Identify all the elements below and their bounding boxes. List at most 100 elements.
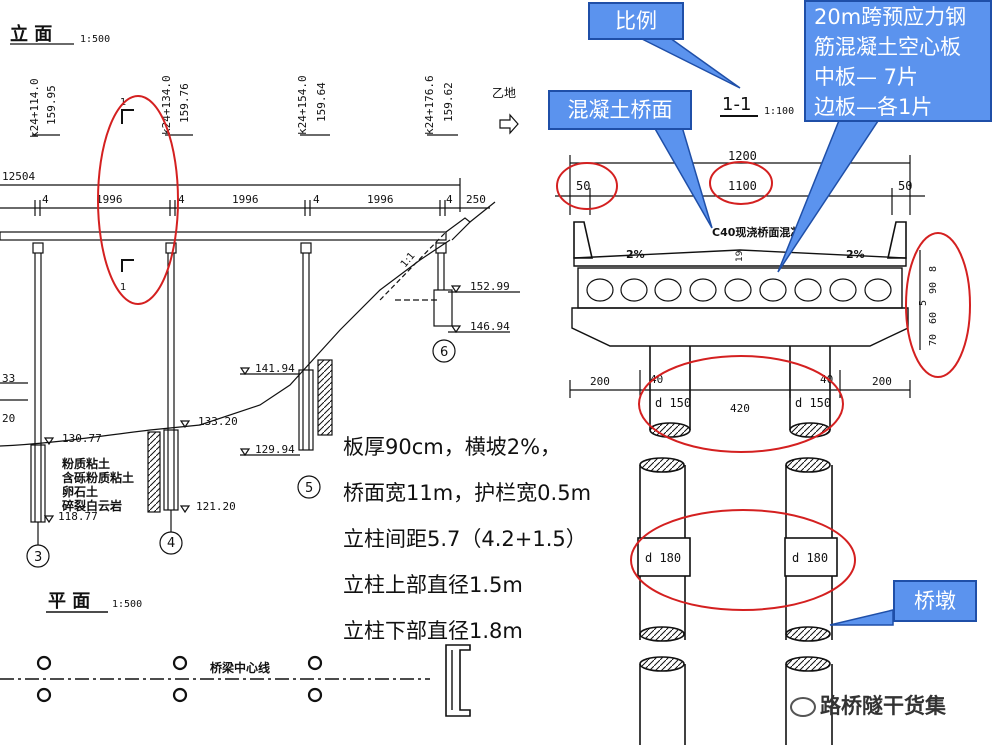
station-elev-3: 159.64 — [315, 82, 328, 122]
side-width-left: 50 — [576, 179, 590, 193]
pier-number-6: 6 — [440, 345, 448, 360]
soil-layer-2: 含砾粉质粘土 — [62, 470, 134, 485]
section-title: 1-1 — [722, 94, 751, 115]
direction-arrow-icon — [499, 113, 519, 135]
deck-dim: 19 — [735, 250, 745, 262]
highlight-lower-columns — [630, 509, 856, 611]
hollow-slab — [577, 267, 903, 309]
lower-col-dia-right: d 180 — [792, 551, 828, 565]
elev-146-94: 146.94 — [470, 320, 510, 333]
elev-130-77: 130.77 — [62, 432, 102, 445]
end-length: 250 — [466, 193, 486, 206]
section-mark-bottom: 1 — [120, 282, 126, 293]
right-dim-2: 90 — [928, 282, 939, 294]
section-scale: 1:100 — [764, 106, 794, 117]
plan-scale: 1:500 — [112, 599, 142, 610]
upper-columns — [649, 346, 831, 438]
station-elev-2: 159.76 — [178, 83, 191, 123]
joint-1: 4 — [42, 193, 49, 206]
joint-2: 4 — [178, 193, 185, 206]
bridge-deck — [0, 231, 447, 241]
note-2: 桥面宽11m，护栏宽0.5m — [343, 481, 592, 505]
span-3: 1996 — [367, 193, 394, 206]
right-dim-4: 60 — [928, 312, 939, 324]
soil-layer-3: 卵石土 — [62, 484, 98, 499]
callout-slab-line-1: 20m跨预应力钢 — [814, 5, 967, 29]
span-2: 1996 — [232, 193, 259, 206]
slope-left: 2% — [626, 248, 645, 261]
elev-129-94: 129.94 — [255, 443, 295, 456]
soil-column-left — [147, 431, 161, 513]
callout-slab: 20m跨预应力钢 筋混凝土空心板 中板— 7片 边板—各1片 — [804, 0, 992, 122]
elevation-title: 立 面 — [10, 23, 52, 45]
cross-section: 1-1 1:100 1200 50 1100 50 C40现浇桥面混凝 19 2… — [555, 94, 971, 745]
direction-label: 乙地 — [492, 86, 516, 100]
pier-6 — [433, 242, 453, 327]
edge-number-1: 33 — [2, 372, 15, 385]
bottom-dim-2: 40 — [650, 373, 663, 386]
section-mark-highlight — [97, 95, 179, 305]
callout-slab-line-2: 筋混凝土空心板 — [814, 35, 961, 59]
joint-3: 4 — [313, 193, 320, 206]
barrier-left — [573, 221, 593, 259]
elev-141-94: 141.94 — [255, 362, 295, 375]
right-dim-5: 70 — [928, 334, 939, 346]
elev-121-20: 121.20 — [196, 500, 236, 513]
slope-label: 1:1 — [399, 251, 418, 270]
deck-slab — [573, 249, 907, 267]
note-4: 立柱上部直径1.5m — [343, 573, 523, 597]
slope-right: 2% — [846, 248, 865, 261]
elev-152-99: 152.99 — [470, 280, 510, 293]
callout-scale-text: 比例 — [615, 9, 657, 33]
elev-133-20: 133.20 — [198, 415, 238, 428]
right-dim-3: 5 — [918, 300, 929, 306]
upper-col-dia-right: d 150 — [795, 396, 831, 410]
plan-view: 平 面 1:500 桥梁中心线 — [0, 591, 471, 717]
station-elev-1: 159.95 — [45, 85, 58, 125]
soil-layer-1: 粉质粘土 — [62, 456, 110, 471]
plan-centerline-label: 桥梁中心线 — [210, 660, 270, 675]
total-length: 12504 — [2, 170, 35, 183]
wechat-icon — [790, 697, 816, 717]
station-km-3: k24+154.0 — [296, 75, 309, 135]
station-elev-4: 159.62 — [442, 82, 455, 122]
pier-number-4: 4 — [167, 536, 175, 551]
callout-pointers — [639, 37, 894, 626]
callout-scale: 比例 — [588, 2, 684, 40]
elevation-view: 立 面 1:500 k24+114.0 159.95 k24+134.0 159… — [0, 23, 520, 568]
pier-number-3: 3 — [34, 550, 42, 565]
barrier-right — [887, 221, 907, 259]
note-5: 立柱下部直径1.8m — [343, 619, 523, 643]
elevation-scale: 1:500 — [80, 34, 110, 45]
hollow-cores — [586, 278, 892, 302]
pier-3 — [30, 242, 46, 523]
callout-slab-line-3: 中板— 7片 — [814, 65, 919, 89]
deck-label: C40现浇桥面混凝 — [712, 225, 802, 239]
soil-layer-4: 碎裂白云岩 — [62, 498, 122, 513]
abutment-top — [445, 217, 471, 241]
bottom-dim-1: 200 — [590, 375, 610, 388]
elev-118-77: 118.77 — [58, 510, 98, 523]
middle-width: 1100 — [728, 179, 757, 193]
note-3: 立柱间距5.7（4.2+1.5） — [343, 527, 587, 551]
pier-number-5: 5 — [305, 481, 313, 496]
callout-deck-text: 混凝土桥面 — [567, 98, 673, 122]
highlight-thickness — [905, 232, 971, 378]
soil-column-right — [317, 359, 333, 436]
pier-4 — [163, 242, 179, 511]
station-km-1: k24+114.0 — [28, 78, 41, 138]
side-width-right: 50 — [898, 179, 912, 193]
note-1: 板厚90cm，横坡2%， — [343, 435, 562, 459]
highlight-side-width — [556, 162, 618, 210]
design-notes: 板厚90cm，横坡2%， 桥面宽11m，护栏宽0.5m 立柱间距5.7（4.2+… — [343, 424, 591, 654]
callout-pier: 桥墩 — [893, 580, 977, 622]
callout-deck: 混凝土桥面 — [548, 90, 692, 130]
span-1: 1996 — [96, 193, 123, 206]
watermark-text: 路桥隧干货集 — [820, 694, 946, 718]
bottom-dim-3: 420 — [730, 402, 750, 415]
callout-slab-line-4: 边板—各1片 — [814, 95, 933, 119]
bottom-dim-5: 200 — [872, 375, 892, 388]
lower-columns — [637, 457, 838, 745]
lower-col-dia-left: d 180 — [645, 551, 681, 565]
